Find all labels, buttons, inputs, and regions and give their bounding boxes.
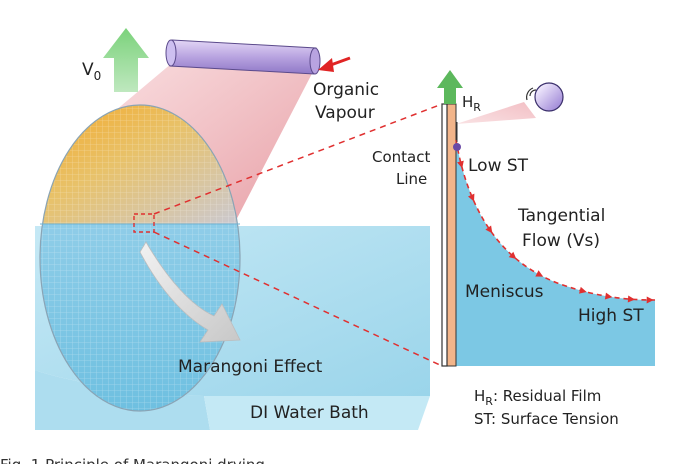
- tangential-flow-label-line2: Flow (Vs): [522, 231, 600, 251]
- wafer-edge: [441, 103, 448, 367]
- legend-residual-film: HR: Residual Film: [474, 387, 601, 408]
- meniscus-surface-curve: [455, 139, 656, 301]
- flow-arrowhead: [535, 270, 544, 277]
- di-water-bath-label: DI Water Bath: [250, 403, 369, 423]
- high-st-label: High ST: [578, 306, 644, 326]
- contact-line-label-line1: Contact: [372, 148, 430, 166]
- detail-vapour-source: [456, 82, 564, 124]
- flow-arrowhead: [646, 296, 654, 304]
- tangential-flow-arrows: [455, 139, 656, 304]
- low-st-point: [453, 143, 461, 151]
- flow-arrowhead: [467, 193, 475, 202]
- vapour-inlet-arrow: [318, 56, 351, 72]
- marangoni-effect-label: Marangoni Effect: [178, 357, 323, 377]
- figure-caption: Fig. 1 Principle of Marangoni drying: [0, 456, 265, 464]
- flow-arrowhead: [604, 292, 613, 300]
- flow-arrowhead: [485, 225, 493, 234]
- hr-label: HR: [462, 93, 481, 114]
- meniscus-region: [456, 140, 655, 366]
- organic-vapour-label-line1: Organic: [313, 80, 379, 100]
- legend-surface-tension: ST: Surface Tension: [474, 410, 619, 428]
- residual-film: [446, 103, 457, 367]
- flow-arrowhead: [457, 160, 464, 169]
- flow-arrowhead: [508, 251, 517, 259]
- flow-arrowhead: [627, 295, 635, 303]
- meniscus-label: Meniscus: [465, 282, 544, 302]
- contact-line-marker: [133, 213, 155, 233]
- marangoni-arrow: [139, 241, 241, 343]
- vapour-nozzle-tube: [165, 39, 321, 75]
- wafer-velocity-arrow: [103, 28, 149, 92]
- detail-velocity-arrow: [437, 70, 463, 104]
- velocity-label: V0: [82, 60, 101, 83]
- zoom-lines: [153, 103, 443, 367]
- contact-line-label-line2: Line: [396, 170, 427, 188]
- organic-vapour-label-line2: Vapour: [315, 103, 375, 123]
- low-st-label: Low ST: [468, 156, 529, 176]
- tangential-flow-label-line1: Tangential: [517, 206, 605, 226]
- flow-arrowhead: [579, 286, 587, 294]
